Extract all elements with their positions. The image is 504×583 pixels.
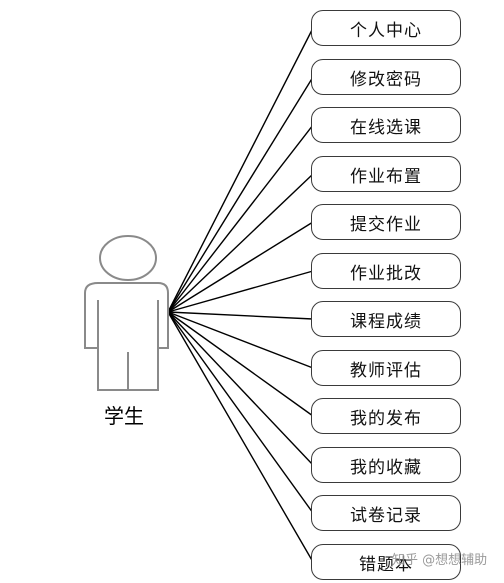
- use-case-1: 个人中心: [311, 10, 461, 46]
- association-line-12: [167, 311, 314, 563]
- association-lines: [167, 27, 314, 563]
- association-line-1: [167, 27, 314, 313]
- association-line-3: [167, 124, 314, 313]
- use-case-9: 我的发布: [311, 398, 461, 434]
- association-line-7: [167, 311, 314, 320]
- association-line-8: [167, 311, 314, 369]
- use-case-11: 试卷记录: [311, 495, 461, 531]
- use-case-6: 作业批改: [311, 253, 461, 289]
- use-case-5: 提交作业: [311, 204, 461, 240]
- association-line-9: [167, 311, 314, 417]
- association-line-10: [167, 311, 314, 466]
- use-case-2: 修改密码: [311, 59, 461, 95]
- actor-figure: [84, 235, 169, 391]
- watermark: 知乎 @想想辅助: [392, 553, 488, 568]
- use-case-8: 教师评估: [311, 350, 461, 386]
- use-case-3: 在线选课: [311, 107, 461, 143]
- use-case-12: 错题本: [311, 544, 461, 580]
- association-line-11: [167, 311, 314, 514]
- association-line-5: [167, 221, 314, 313]
- association-line-4: [167, 173, 314, 313]
- association-line-6: [167, 270, 314, 313]
- use-case-7: 课程成绩: [311, 301, 461, 337]
- actor-body: [84, 282, 169, 391]
- use-case-10: 我的收藏: [311, 447, 461, 483]
- actor-label: 学生: [104, 404, 144, 428]
- use-case-4: 作业布置: [311, 156, 461, 192]
- association-line-2: [167, 76, 314, 313]
- actor-head: [99, 235, 157, 281]
